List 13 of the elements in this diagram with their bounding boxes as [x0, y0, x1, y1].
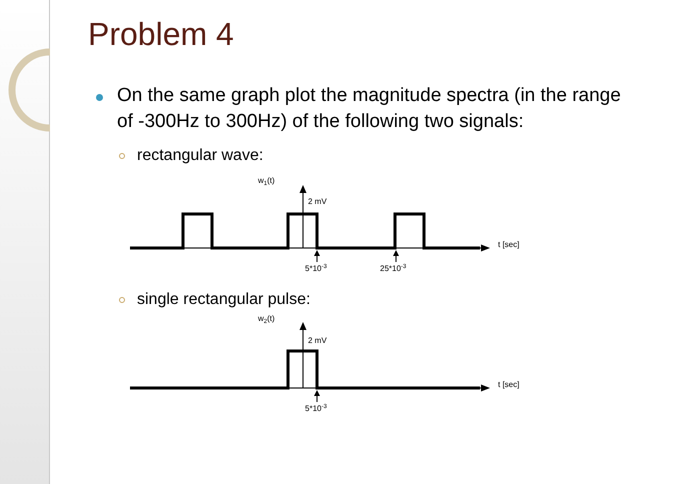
axis-label: t [sec] [498, 240, 520, 250]
tick-label: 5*10$^{-3}$ [305, 264, 327, 274]
tick-label: 5*10$^{-3}$ [305, 404, 327, 414]
slide-title: Problem 4 [88, 15, 234, 54]
tick-label: 25*10$^{-3}$ [380, 264, 406, 274]
signal-name: w$_{1}$(t) [258, 176, 275, 186]
amplitude-label: 2 mV [308, 197, 327, 207]
amplitude-label: 2 mV [308, 336, 327, 346]
bullet-text: On the same graph plot the magnitude spectra (in the range of -300Hz to 300Hz) of the following two signals: [117, 84, 622, 134]
axis-label: t [sec] [498, 380, 520, 390]
signal-name: w$_{2}$(t) [258, 314, 275, 324]
bullet-text: rectangular wave: [137, 146, 264, 166]
bullet-text: single rectangular pulse: [137, 290, 310, 310]
